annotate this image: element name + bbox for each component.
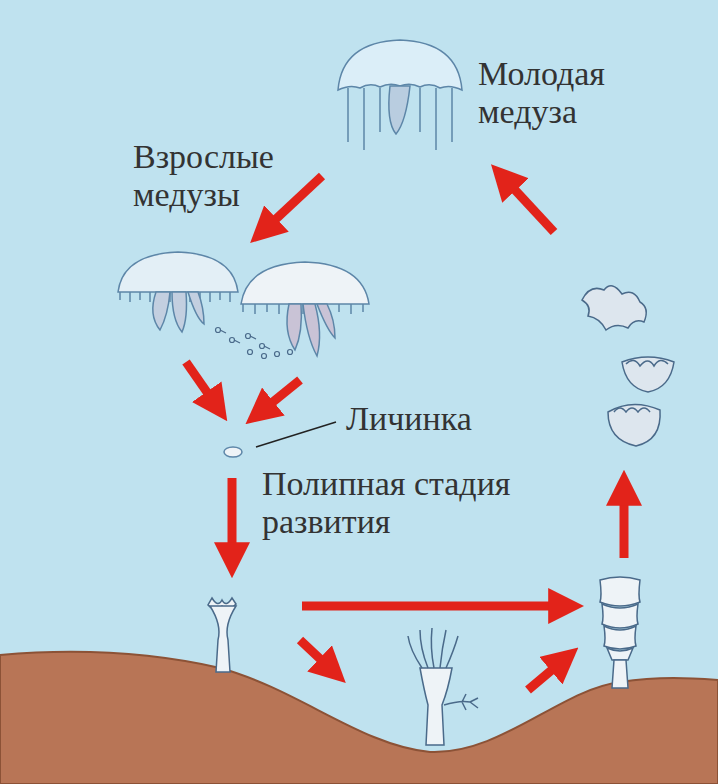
cycle-arrows [186,176,624,690]
young-medusa [338,40,462,150]
gametes [216,328,293,359]
strobila [600,577,640,688]
young-polyp [208,598,236,672]
adult-medusa [241,262,369,356]
adult-medusa [118,252,238,332]
larva [224,447,242,457]
ephyra [582,286,646,330]
stage-label: Личинка [346,400,566,438]
seabed [0,652,718,784]
stage-label: Полипная стадия развития [262,465,598,541]
stage-label: Молодая медуза [478,55,688,131]
polyp [408,628,478,745]
ephyra [608,404,660,446]
leader-line [256,422,336,447]
ephyra [622,357,674,392]
stage-label: Взрослые медузы [133,138,343,214]
